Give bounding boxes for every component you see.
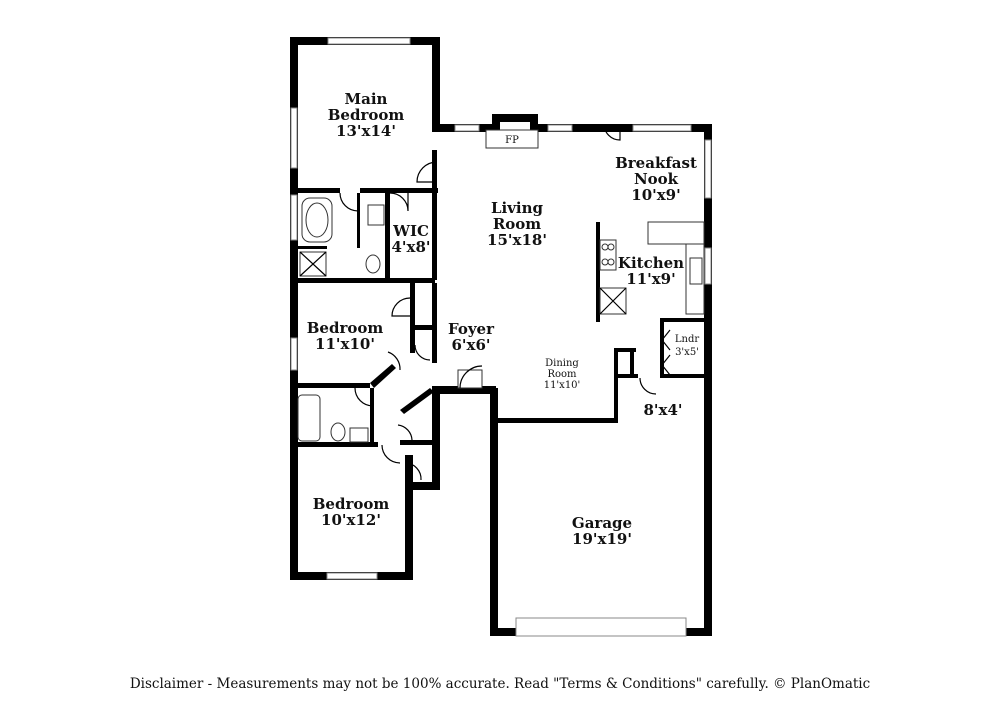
bedroom-2-name: Bedroom [307, 319, 384, 337]
main-bedroom-name-2: Bedroom [328, 106, 405, 124]
garage-size: 19'x19' [572, 530, 632, 548]
dining-room-size: 11'x10' [544, 380, 581, 391]
foyer-name: Foyer [448, 320, 495, 338]
fireplace-label: FP [505, 135, 519, 146]
foyer-size: 6'x6' [451, 336, 490, 354]
dining-room-name-1: Dining [545, 358, 579, 369]
living-room-name-1: Living [491, 199, 544, 217]
hall-size: 8'x4' [643, 401, 682, 419]
bedroom-3-size: 10'x12' [321, 511, 381, 529]
breakfast-nook-name-1: Breakfast [615, 154, 697, 172]
garage-name: Garage [572, 514, 632, 532]
kitchen-name: Kitchen [618, 254, 684, 272]
bedroom-2-size: 11'x10' [315, 335, 375, 353]
dining-room-name-2: Room [547, 369, 577, 380]
laundry-size: 3'x5' [675, 347, 699, 358]
room-labels: Main Bedroom 13'x14' WIC 4'x8' Living Ro… [307, 90, 700, 548]
wic-name: WIC [392, 222, 429, 240]
living-room-name-2: Room [493, 215, 541, 233]
laundry-name: Lndr [675, 334, 699, 345]
doors [339, 123, 671, 481]
main-bedroom-name-1: Main [345, 90, 388, 108]
living-room-size: 15'x18' [487, 231, 547, 249]
windows [290, 37, 712, 637]
disclaimer-text: Disclaimer - Measurements may not be 100… [129, 676, 871, 692]
fixtures [297, 129, 703, 443]
wic-size: 4'x8' [391, 238, 430, 256]
kitchen-size: 11'x9' [626, 270, 675, 288]
main-bedroom-size: 13'x14' [336, 122, 396, 140]
breakfast-nook-name-2: Nook [634, 170, 679, 188]
breakfast-nook-size: 10'x9' [631, 186, 680, 204]
bedroom-3-name: Bedroom [313, 495, 390, 513]
interior-walls [290, 150, 705, 447]
